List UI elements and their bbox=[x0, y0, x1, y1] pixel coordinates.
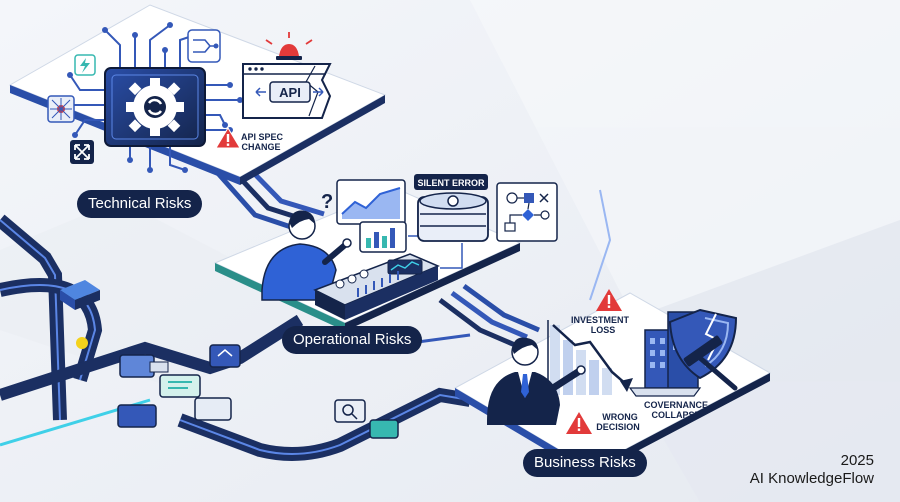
operational-risks-label: Operational Risks bbox=[282, 326, 423, 354]
api-spec-change-line2: CHANGE bbox=[241, 142, 280, 152]
left-pipe-highlight bbox=[0, 219, 61, 421]
technical-platform: API API SPEC CHANGE bbox=[8, 4, 387, 185]
flow-toggle-icon bbox=[187, 29, 221, 63]
governance-collapse-line1: COVERNANCE bbox=[644, 400, 708, 410]
faint-line bbox=[589, 189, 612, 301]
network-star-icon bbox=[47, 95, 75, 123]
chip-traces bbox=[69, 24, 240, 171]
connector-block-icon bbox=[117, 397, 232, 428]
expand-arrows-icon bbox=[70, 140, 94, 164]
control-console-icon bbox=[313, 253, 440, 320]
silent-error-label: SILENT ERROR bbox=[417, 178, 485, 188]
connector-pipe bbox=[0, 314, 304, 401]
decision-warning-icon bbox=[566, 412, 592, 434]
investment-loss-line2: LOSS bbox=[591, 325, 616, 335]
wrong-decision-line2: DECISION bbox=[596, 422, 640, 432]
investment-loss-line1: INVESTMENT bbox=[571, 315, 630, 325]
api-spec-change-line1: API SPEC bbox=[241, 132, 284, 142]
connector-plug-icon bbox=[119, 354, 169, 378]
shield-gavel-icon bbox=[668, 308, 738, 391]
tech-ops-pipe-1 bbox=[213, 168, 301, 233]
processor-chip-icon bbox=[104, 67, 206, 147]
warning-icon bbox=[215, 127, 241, 149]
status-dot bbox=[76, 337, 88, 349]
gateway-block-icon bbox=[209, 344, 241, 368]
wrong-decision-line1: WRONG bbox=[602, 412, 638, 422]
footer-year: 2025 bbox=[840, 452, 874, 469]
connector-blocks bbox=[60, 280, 399, 439]
api-label: API bbox=[279, 85, 301, 100]
operational-platform: SILENT ERROR ? bbox=[213, 174, 558, 331]
question-mark: ? bbox=[321, 191, 333, 213]
silent-error-badge bbox=[414, 174, 488, 190]
api-window bbox=[242, 63, 332, 119]
teal-node-icon bbox=[369, 419, 399, 439]
siren-icon bbox=[265, 32, 313, 60]
business-risks-label: Business Risks bbox=[523, 449, 647, 477]
lightning-icon bbox=[74, 54, 96, 76]
workflow-card bbox=[496, 182, 558, 242]
footer-brand: AI KnowledgeFlow bbox=[749, 470, 874, 487]
operator-person-icon bbox=[261, 210, 352, 301]
ops-biz-pipe-1 bbox=[438, 298, 516, 348]
pipes bbox=[0, 158, 612, 461]
server-stack-icon bbox=[417, 192, 489, 242]
technical-risks-label: Technical Risks bbox=[77, 190, 203, 218]
investment-warning-icon bbox=[596, 289, 622, 311]
data-packet-icon bbox=[159, 374, 201, 398]
magnifier-block-icon bbox=[334, 399, 366, 423]
governance-collapse-line2: COLLAPSE bbox=[651, 410, 700, 420]
server-link-arrow bbox=[440, 243, 463, 269]
line-chart-card bbox=[336, 179, 406, 225]
bottom-pipe-highlight bbox=[179, 393, 471, 455]
businessman-icon bbox=[487, 337, 586, 425]
bar-chart-card bbox=[359, 221, 407, 253]
ops-biz-pipe-2 bbox=[450, 290, 528, 340]
network-node-icon bbox=[60, 280, 100, 310]
ops-biz-pipe-3 bbox=[462, 283, 540, 333]
